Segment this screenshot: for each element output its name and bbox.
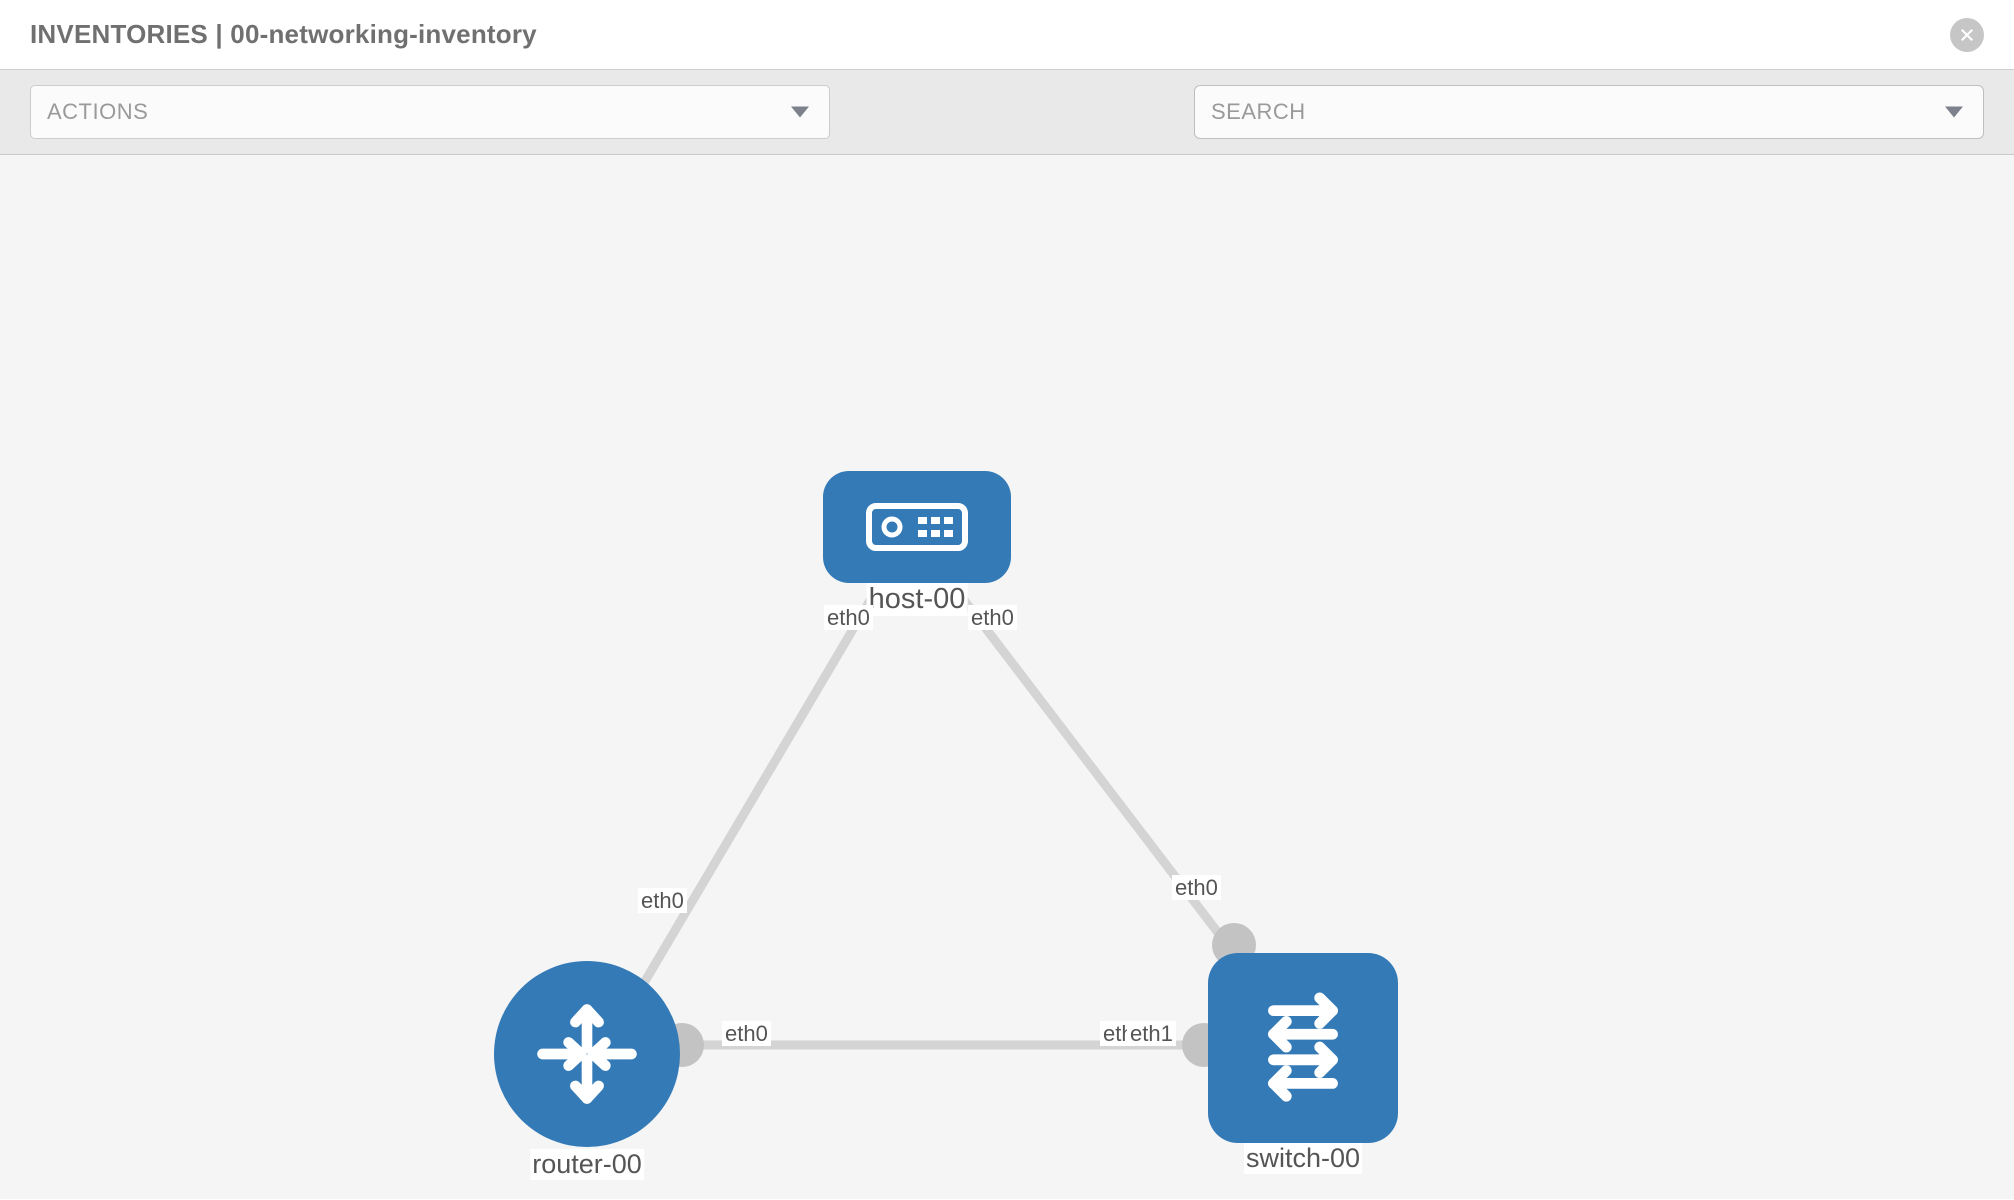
actions-dropdown[interactable]: ACTIONS [30,85,830,139]
edge-label-host-right: eth0 [968,605,1017,631]
page-header: INVENTORIES | 00-networking-inventory [0,0,2014,70]
switch-arrows-icon [1208,953,1398,1143]
edge-label-switch-diag: eth0 [1172,875,1221,901]
toolbar: ACTIONS SEARCH [0,70,2014,155]
router-arrows-icon [494,961,680,1147]
search-placeholder: SEARCH [1211,99,1306,124]
edge-label-switch-horiz-b: eth1 [1127,1021,1176,1047]
edge-label-router-horiz: eth0 [722,1021,771,1047]
node-router-00[interactable]: router-00 [494,961,680,1180]
node-host-00[interactable]: host-00 [823,471,1011,616]
topology-canvas[interactable]: host-00 eth0 eth0 [0,155,2014,1199]
page-title: INVENTORIES | 00-networking-inventory [30,19,537,49]
edge-label-host-left: eth0 [824,605,873,631]
node-label: switch-00 [1243,1143,1363,1174]
actions-dropdown-label: ACTIONS [47,99,149,124]
close-icon[interactable] [1950,17,1984,52]
search-field[interactable]: SEARCH [1194,85,1984,139]
node-switch-00[interactable]: switch-00 [1208,953,1398,1174]
chevron-down-icon[interactable] [1945,106,1963,118]
topology-edges [624,572,1239,1050]
edge-label-router-diag: eth0 [638,888,687,914]
server-icon [823,471,1011,583]
node-label: host-00 [866,583,968,616]
node-label: router-00 [530,1149,644,1180]
chevron-down-icon [791,106,809,118]
